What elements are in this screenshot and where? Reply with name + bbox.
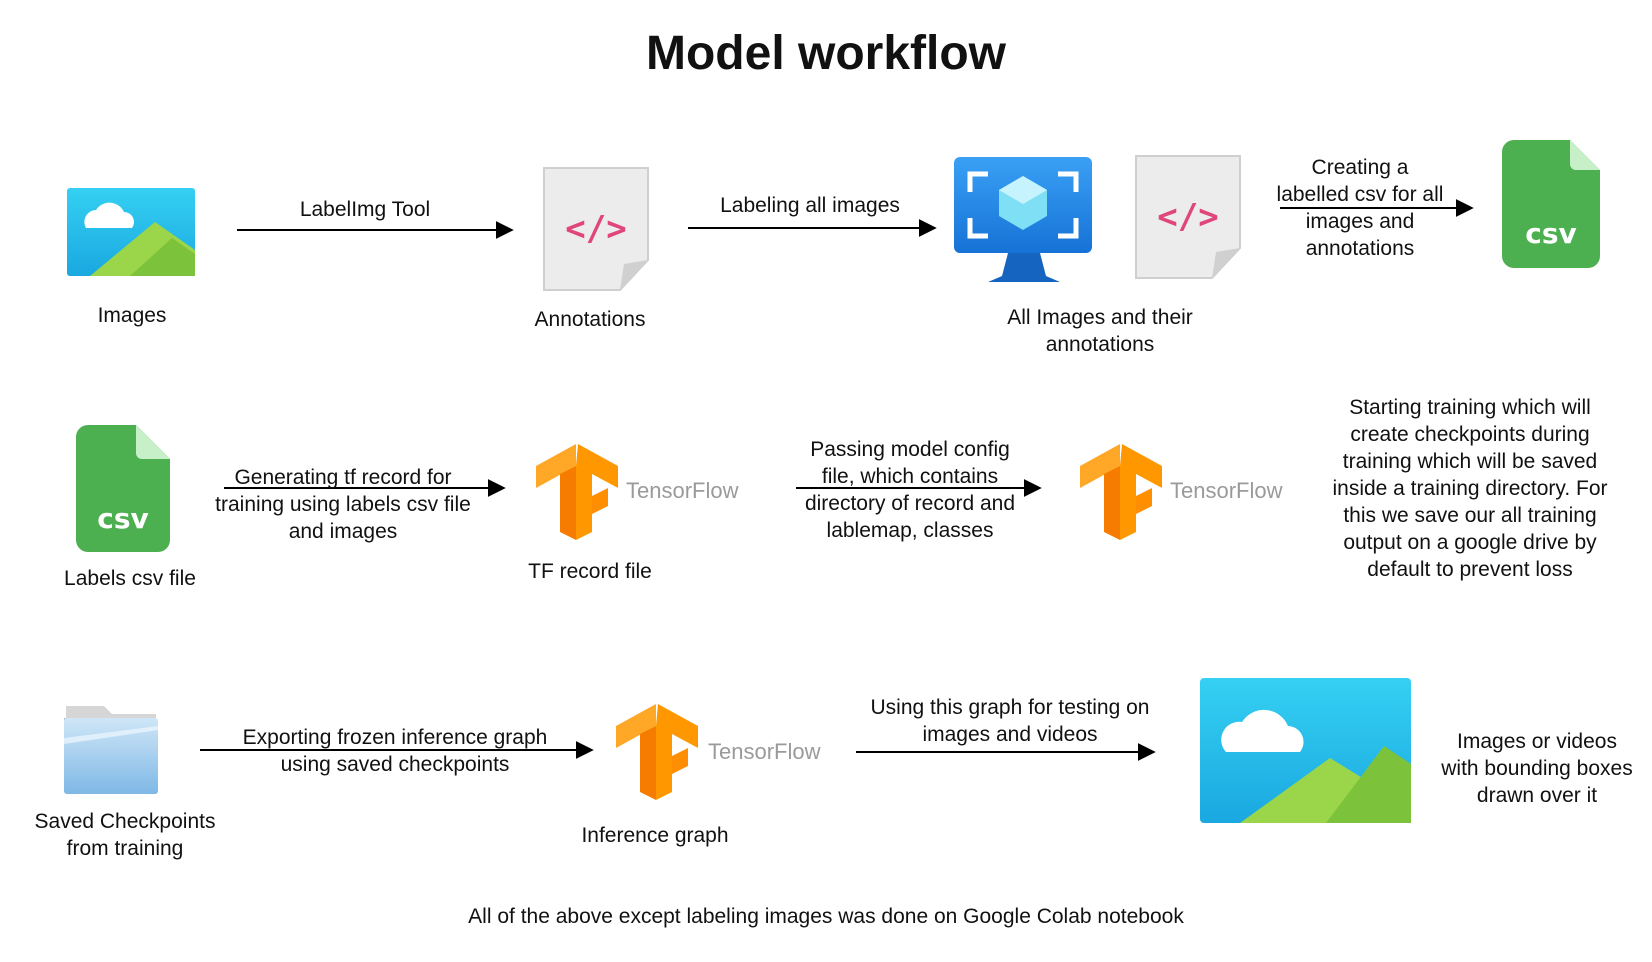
image-icon [1200,678,1411,823]
label-line: output on a google drive by [1343,531,1597,554]
label-line: Creating a [1311,156,1409,179]
checkpoints-label: Saved Checkpoints from training [10,808,240,862]
label-line: file, which contains [821,465,999,488]
tf-record-label: TF record file [528,560,652,583]
labels-csv-label: Labels csv file [64,567,196,590]
label-line: and images [288,520,398,543]
edge-label-labeling: Labeling all images [720,194,900,217]
tensorflow-logo-icon [1080,444,1162,540]
label-line: Starting training which will [1349,396,1591,419]
label-line: images and [1305,210,1415,233]
label-line: Generating tf record for [234,466,452,489]
edge-label-testing: Using this graph for testing on images a… [840,694,1180,748]
folder-icon [64,706,158,794]
label-line: Passing model config [810,438,1010,461]
label-line: Images or videos [1457,730,1617,753]
inference-graph-label: Inference graph [581,824,729,847]
label-line: this we save our all training [1343,504,1597,527]
label-line: drawn over it [1476,784,1598,807]
label-line: Exporting frozen inference graph [242,726,548,749]
svg-text:</>: </> [1157,197,1218,237]
label-line: images and videos [922,723,1098,746]
label-line: lablemap, classes [826,519,994,542]
label-line: labelled csv for all [1276,183,1444,206]
label-line: create checkpoints during [1350,423,1590,446]
footer-note: All of the above except labeling images … [468,905,1184,928]
svg-text:</>: </> [565,209,626,249]
label-line: annotations [1045,333,1155,356]
image-icon [67,188,195,276]
label-line: directory of record and [804,492,1016,515]
label-line: inside a training directory. For [1332,477,1608,500]
all-images-label: All Images and their annotations [960,304,1240,358]
label-line: using saved checkpoints [280,753,510,776]
tensorflow-logo-icon [616,704,698,800]
label-line: training using labels csv file [215,493,471,516]
diagram-title: Model workflow [646,27,1006,80]
tensorflow-logo-icon [536,444,618,540]
csv-file-icon: csv [1502,140,1600,268]
training-note: Starting training which will create chec… [1300,394,1640,583]
tensorflow-wordmark: TensorFlow [708,739,821,764]
csv-icon-text: csv [97,502,149,535]
virtual-machine-icon [954,157,1092,282]
tensorflow-wordmark: TensorFlow [1170,478,1283,503]
edge-label-labelimg: LabelImg Tool [299,198,431,221]
code-file-icon: </> [543,167,649,291]
edge-label-tf-record: Generating tf record for training using … [188,464,498,545]
label-line: Using this graph for testing on [870,696,1150,719]
edge-label-export: Exporting frozen inference graph using s… [205,724,585,778]
tensorflow-wordmark: TensorFlow [626,478,739,503]
csv-file-icon: csv [76,425,170,552]
label-line: annotations [1305,237,1415,260]
label-line: training which will be saved [1342,450,1598,473]
annotations-label: Annotations [534,308,646,331]
label-line: All Images and their [1007,306,1193,329]
label-line: with bounding boxes [1441,757,1633,780]
images-label: Images [97,304,167,327]
csv-icon-text: csv [1525,217,1577,250]
label-line: default to prevent loss [1367,558,1573,581]
edge-label-config: Passing model config file, which contain… [770,436,1050,544]
output-label: Images or videos with bounding boxes dra… [1424,728,1650,809]
code-file-icon: </> [1135,155,1241,279]
label-line: from training [66,837,184,860]
label-line: Saved Checkpoints [34,810,216,833]
edge-label-create-csv: Creating a labelled csv for all images a… [1252,154,1468,262]
